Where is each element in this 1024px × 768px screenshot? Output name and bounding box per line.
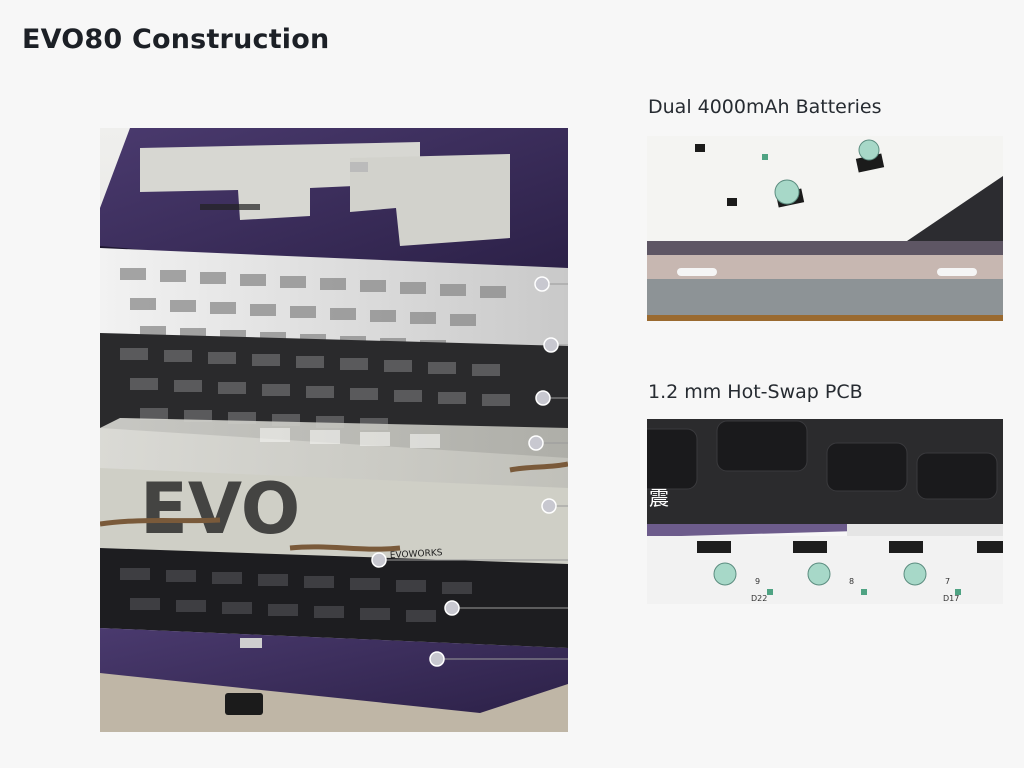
pcb-label-d22: D22	[751, 594, 767, 603]
hotswap-pcb-photo-icon: 震 D22 D17 9 8 7	[647, 419, 1003, 604]
section-label-pcb: 1.2 mm Hot-Swap PCB	[648, 381, 863, 403]
layer-callouts	[371, 276, 568, 667]
exploded-keyboard-layers-icon: EVO EVOWORKS	[100, 128, 568, 732]
pcb-label-8: 8	[849, 577, 854, 586]
pcb-label-7: 7	[945, 577, 950, 586]
svg-text:EVOWORKS: EVOWORKS	[390, 548, 443, 561]
pcb-photo-overlay-glyph: 震	[649, 486, 669, 510]
pcb-photo: 震 D22 D17 9 8 7	[647, 419, 1003, 604]
batteries-photo	[647, 136, 1003, 321]
pcb-label-d17: D17	[943, 594, 959, 603]
bottom-foam-layer	[100, 548, 568, 648]
bottom-case-layer	[100, 628, 568, 732]
battery-pcb-photo-icon	[647, 136, 1003, 321]
svg-text:EVO: EVO	[140, 468, 300, 550]
page-title: EVO80 Construction	[22, 24, 330, 55]
pcb-label-9: 9	[755, 577, 760, 586]
section-label-batteries: Dual 4000mAh Batteries	[648, 96, 882, 118]
top-case-layer	[100, 128, 568, 296]
pcb-layer: EVO EVOWORKS	[100, 461, 568, 568]
exploded-view-illustration: EVO EVOWORKS	[100, 128, 568, 732]
